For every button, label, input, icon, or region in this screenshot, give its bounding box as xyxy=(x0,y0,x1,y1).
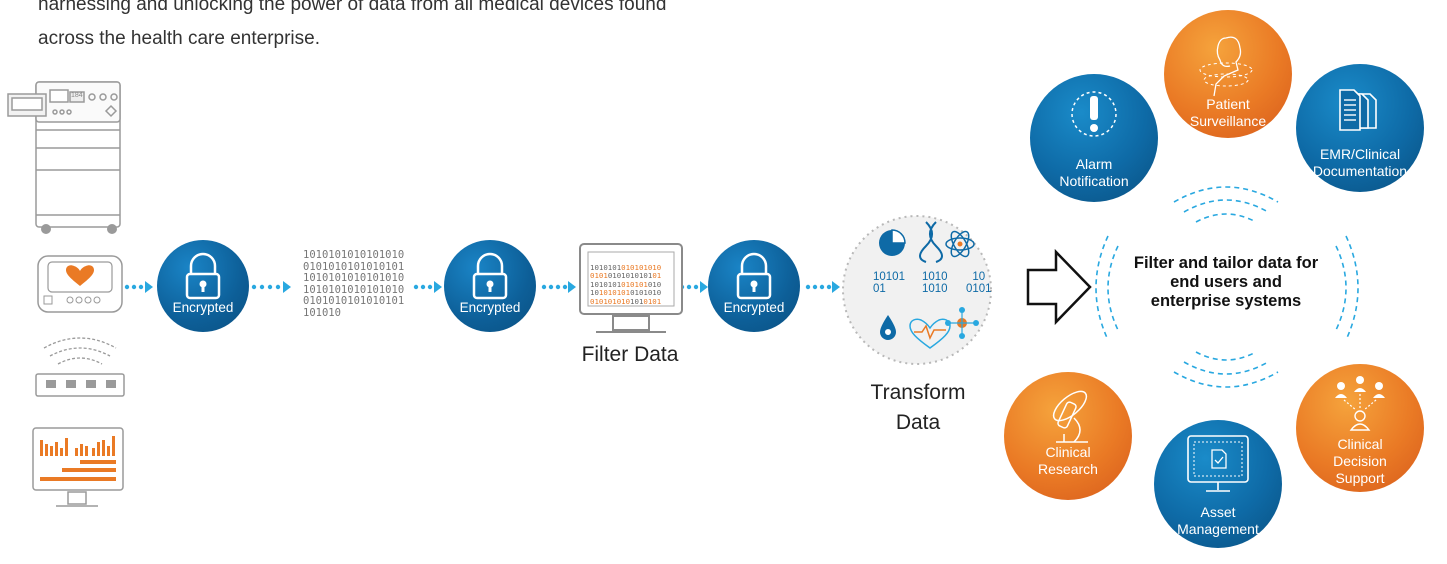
lock-icon xyxy=(185,252,221,300)
documents-icon xyxy=(1339,89,1377,131)
lock-label: Encrypted xyxy=(172,300,234,315)
network-switch-icon xyxy=(35,373,125,397)
encrypted-lock-2: Encrypted xyxy=(444,240,536,332)
transform-binary-left: 10101 01 xyxy=(873,271,905,295)
transform-binary-right: 10 0101 xyxy=(966,271,992,295)
lock-label: Encrypted xyxy=(459,300,521,315)
intro-line-1: harnessing and unlocking the power of da… xyxy=(38,0,667,15)
connector-dots xyxy=(124,281,840,293)
filter-data-monitor-icon xyxy=(579,243,683,333)
encrypted-lock-3: Encrypted xyxy=(708,240,800,332)
wheel-icon xyxy=(107,224,117,234)
workstation-monitor-icon xyxy=(32,427,124,507)
outline-arrow-icon xyxy=(1026,248,1092,326)
transform-label-line-1: Transform xyxy=(870,381,966,404)
patient-icon xyxy=(1199,36,1253,97)
heartbeat-icon xyxy=(909,318,951,349)
device-screen-value: 184 xyxy=(71,92,83,99)
transform-label-line-2: Data xyxy=(895,411,941,434)
patient-monitor-icon xyxy=(37,255,123,313)
atom-icon xyxy=(945,230,975,258)
signal-waves xyxy=(1095,186,1359,388)
drop-icon xyxy=(880,315,896,340)
filter-binary: 1010101010101010 0101010101010101 101010… xyxy=(590,262,662,306)
pie-chart-icon xyxy=(879,229,906,256)
binary-data-block: 1010101010101010 0101010101010101 101010… xyxy=(303,249,405,319)
transform-binary-mid: 1010 1010 xyxy=(922,271,948,295)
transform-data-label: Transform Data xyxy=(858,378,978,438)
network-nodes-icon xyxy=(945,307,979,339)
heart-icon xyxy=(66,265,94,286)
people-network-icon xyxy=(1335,376,1385,431)
filter-data-label: Filter Data xyxy=(581,343,679,366)
microscope-icon xyxy=(1052,390,1088,443)
encrypted-lock-1: Encrypted xyxy=(157,240,249,332)
wireless-device-icon xyxy=(43,337,117,365)
intro-text: harnessing and unlocking the power of da… xyxy=(38,0,938,56)
intro-line-2: across the health care enterprise. xyxy=(38,28,320,49)
lock-icon xyxy=(736,252,772,300)
alarm-icon xyxy=(1071,91,1117,137)
anesthesia-machine-icon xyxy=(7,81,121,228)
lock-icon xyxy=(472,252,508,300)
wheel-icon xyxy=(41,224,51,234)
lock-label: Encrypted xyxy=(723,300,785,315)
transform-data-circle xyxy=(842,215,992,365)
dna-icon xyxy=(919,221,943,263)
asset-monitor-icon xyxy=(1187,435,1249,492)
center-description: Filter and tailor data for end users and… xyxy=(1133,254,1319,310)
